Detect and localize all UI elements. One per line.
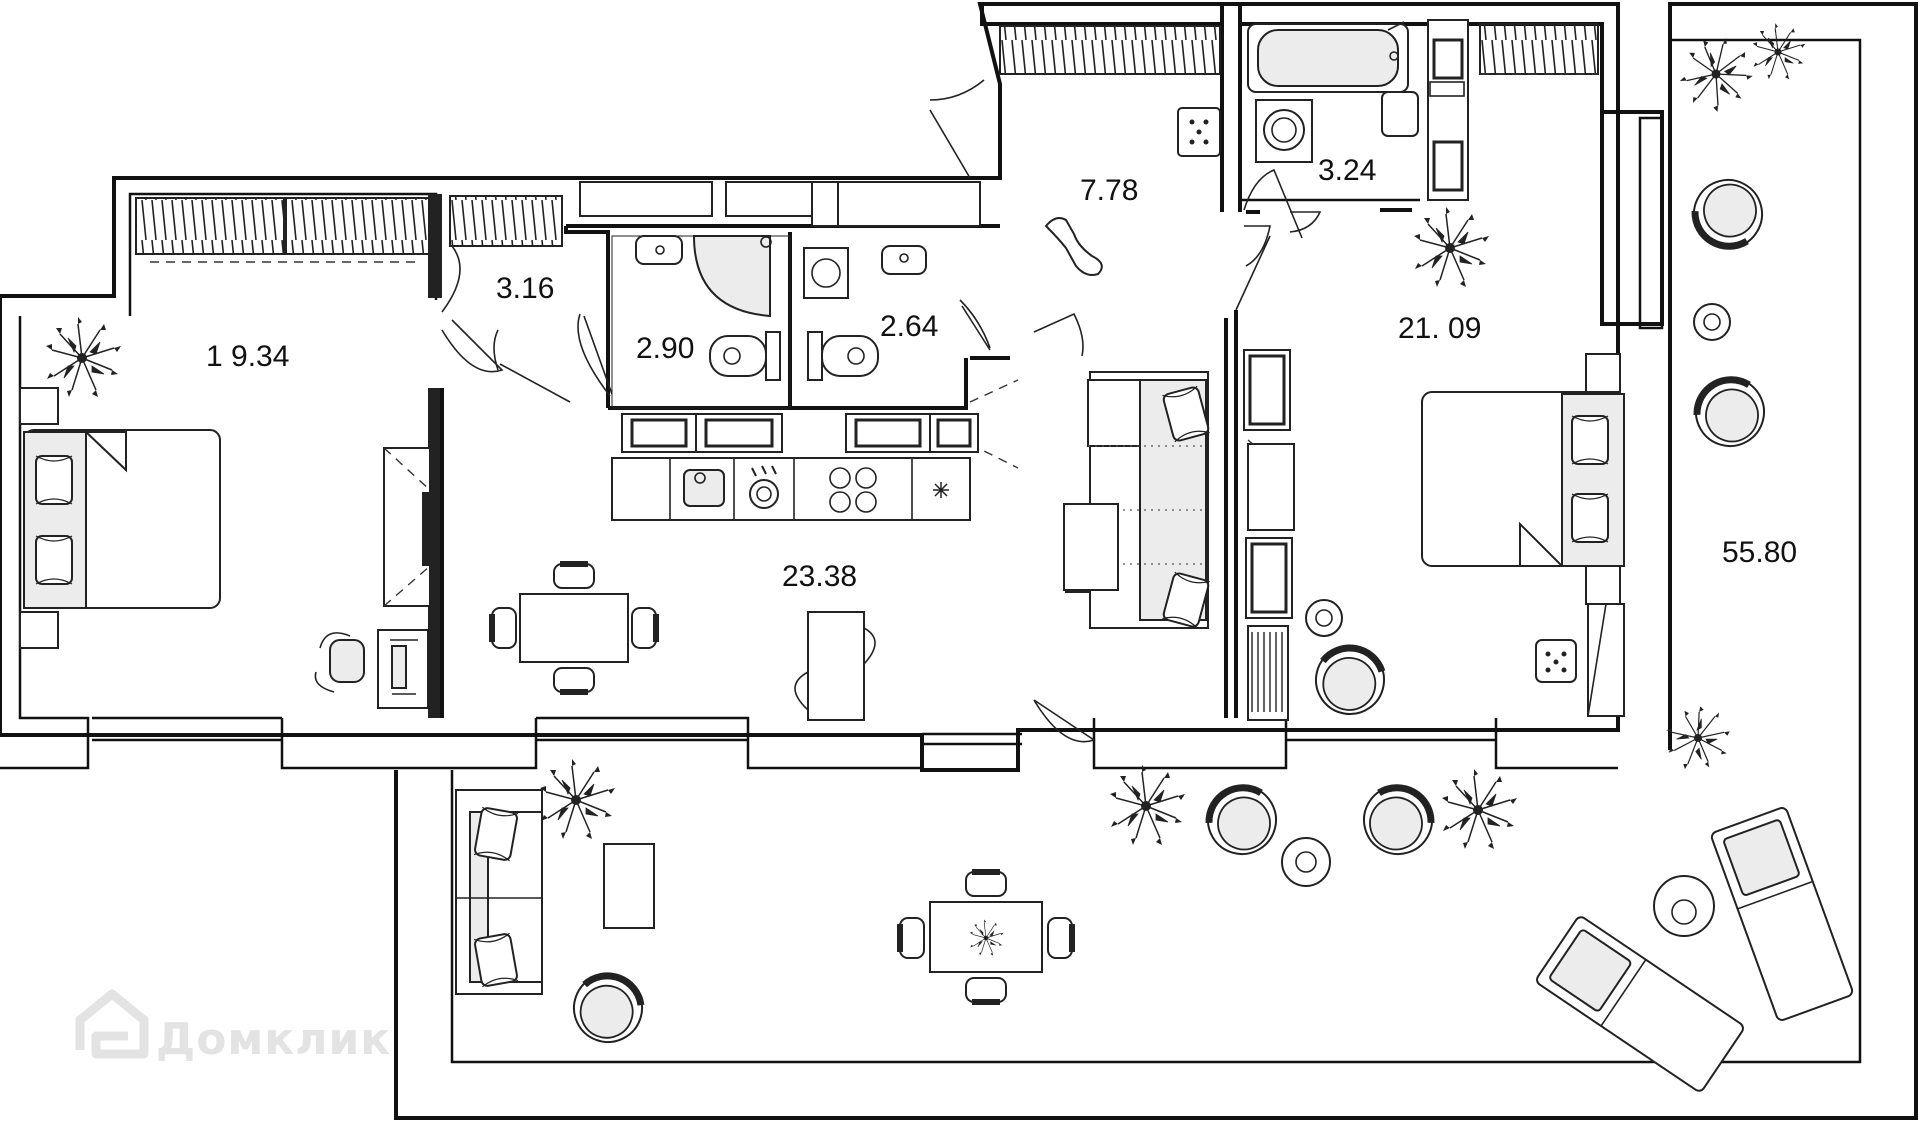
plant-icon — [1441, 768, 1518, 850]
room-area-bathroom-2: 2.64 — [880, 310, 938, 343]
room-area-living-kitchen: 23.38 — [782, 560, 857, 593]
room-area-hallway: 7.78 — [1080, 174, 1138, 207]
hallway-fixtures — [1044, 107, 1221, 276]
house-logo-icon — [75, 989, 149, 1059]
plant-icon — [1109, 764, 1186, 846]
kitchen-island — [794, 611, 876, 721]
terrace-furniture — [455, 168, 1854, 1092]
plant-icon — [45, 316, 122, 398]
room-area-bedroom-right: 21. 09 — [1398, 312, 1481, 345]
room-area-laundry: 3.24 — [1318, 154, 1376, 187]
wardrobe-units — [579, 181, 981, 227]
bathroom-1-fixtures — [611, 235, 791, 453]
area-labels: 1 9.34 3.16 2.90 2.64 7.78 3.24 21. 09 2… — [206, 154, 1797, 593]
plant-icon — [1413, 206, 1490, 288]
dog-icon — [1044, 217, 1103, 276]
doors — [441, 79, 1322, 743]
bathroom-2-fixtures — [803, 245, 979, 453]
room-area-bedroom-left: 1 9.34 — [206, 340, 289, 373]
watermark-text: Домклик — [156, 1014, 391, 1065]
room-area-bathroom-1: 2.90 — [636, 332, 694, 365]
plant-icon — [1752, 22, 1806, 80]
laundry-fixtures — [1247, 19, 1469, 201]
plant-icon — [1672, 27, 1763, 120]
radiators — [135, 23, 1599, 263]
kitchen-counter — [611, 457, 971, 521]
room-area-terrace: 55.80 — [1722, 536, 1797, 569]
watermark: Домклик — [75, 989, 391, 1065]
plant-icon — [539, 758, 616, 840]
bedroom-left-furniture — [19, 387, 431, 709]
dining-table — [492, 564, 656, 692]
room-area-wardrobe: 3.16 — [496, 272, 554, 305]
bedroom-right-furniture — [1243, 349, 1625, 720]
living-sofa — [1063, 371, 1211, 629]
